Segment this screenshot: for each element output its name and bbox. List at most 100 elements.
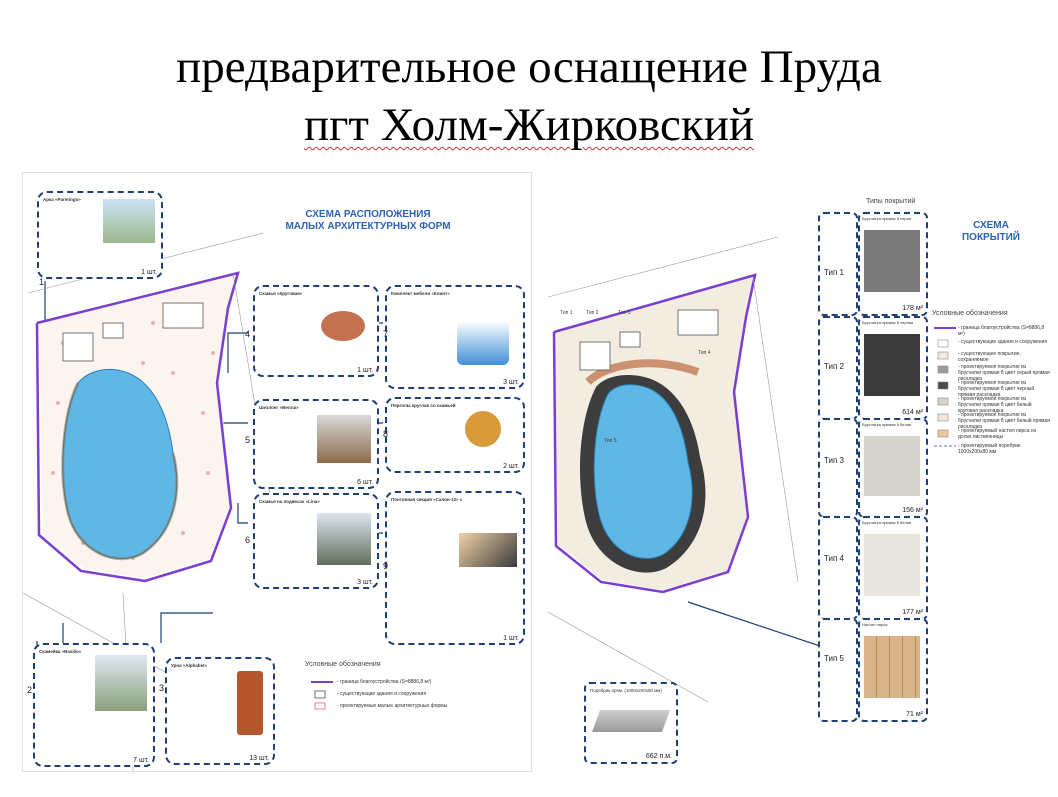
paving-type-5-area: 71 м² <box>906 711 923 718</box>
maf-card-2: Скамейка «Basilio» 7 шт. <box>33 643 155 767</box>
paving-type-2 <box>818 316 858 420</box>
curb-card: Поребрик прям. (1000х200х80 мм) 662 п.м. <box>584 682 678 764</box>
pond-type-label-3: Тип 3 <box>618 310 631 316</box>
maf-card-7: Комплект мебели «Клинт» 3 шт. <box>385 285 525 389</box>
maf-card-qty: 1 шт. <box>141 269 157 276</box>
paving-type-1-swatch <box>864 230 920 292</box>
maf-card-1: Арка «Paretingo» 1 шт. <box>37 191 163 279</box>
paving-type-2-label: Тип 2 <box>824 362 845 371</box>
paving-legend-title: Условные обозначения <box>932 310 1008 317</box>
maf-card-photo <box>317 415 371 463</box>
paving-legend-item-7: - проектируемое покрытие из брусчатки пр… <box>958 412 1050 430</box>
paving-type-4-card: Брусчатка прямая 8 белая 177 м² <box>858 516 928 620</box>
maf-card-number-5: 5 <box>245 435 251 445</box>
paving-heading: СХЕМА ПОКРЫТИЙ <box>961 220 1020 243</box>
paving-legend-item-8: - проектируемый настил пирса из доски ли… <box>958 428 1037 440</box>
title-line-1: предварительное оснащение Пруда <box>176 41 882 93</box>
paving-type-3-card: Брусчатка прямая 8 белая 156 м² <box>858 418 928 518</box>
maf-card-photo <box>237 671 263 735</box>
paving-type-1-card: Брусчатка прямая 8 серая 178 м² <box>858 212 928 316</box>
paving-type-5-label: Тип 5 <box>824 654 845 663</box>
maf-card-number-2: 2 <box>27 685 33 695</box>
paving-type-3 <box>818 418 858 518</box>
maf-card-title: Понтонная секция «Салон-12» с <box>391 497 463 502</box>
maf-card-qty: 3 шт. <box>357 579 373 586</box>
maf-card-3: Урна «Alphabet» 13 шт. <box>165 657 275 765</box>
paving-type-3-area: 156 м² <box>902 507 923 514</box>
paving-type-5-desc: Настил пирса <box>862 622 888 627</box>
paving-type-4-label: Тип 4 <box>824 554 845 563</box>
paving-legend-item-5: - проектируемое покрытие из брусчатки пр… <box>958 380 1035 398</box>
site-plan-drawing <box>23 232 383 771</box>
maf-card-qty: 13 шт. <box>249 755 269 762</box>
paving-legend-item-3: - существующее покрытие, сохраняемое <box>958 351 1021 363</box>
paving-type-5 <box>818 618 858 722</box>
paving-legend-item-9: - проектируемый поребрик 1000х200х80 мм <box>958 443 1021 455</box>
pond-type-label-4: Тип 4 <box>698 350 711 356</box>
pond-type-label-1: Тип 1 <box>560 310 573 316</box>
paving-type-1-area: 178 м² <box>902 305 923 312</box>
maf-card-number-9: 9 <box>383 561 389 571</box>
paving-type-2-desc: Брусчатка прямая 8 черная <box>862 320 914 325</box>
paving-type-5-swatch <box>864 636 920 698</box>
paving-type-2-swatch <box>864 334 920 396</box>
maf-card-title: Комплект мебели «Клинт» <box>391 291 450 296</box>
maf-card-8: Перголы круглая со скамьей 2 шт. <box>385 397 525 473</box>
maf-card-number-3: 3 <box>159 683 165 693</box>
maf-card-title: Арка «Paretingo» <box>43 197 81 202</box>
maf-card-title: Перголы круглая со скамьей <box>391 403 456 408</box>
maf-card-photo <box>321 311 365 341</box>
paving-legend-item-4: - проектируемое покрытие из брусчатки пр… <box>958 364 1050 382</box>
maf-card-photo <box>457 321 509 365</box>
maf-legend-title: Условные обозначения <box>305 661 381 668</box>
maf-card-photo <box>465 411 501 447</box>
paving-type-3-desc: Брусчатка прямая 8 белая <box>862 422 912 427</box>
paving-type-3-label: Тип 3 <box>824 456 845 465</box>
paving-legend-item-6: - проектируемое покрытие из брусчатки пр… <box>958 396 1032 414</box>
paving-plan-drawing <box>548 221 956 703</box>
maf-card-title: Скамейка «Basilio» <box>39 649 82 654</box>
maf-card-qty: 6 шт. <box>357 479 373 486</box>
maf-layout-plan: СХЕМА РАСПОЛОЖЕНИЯ МАЛЫХ АРХИТЕКТУРНЫХ Ф… <box>22 172 532 772</box>
maf-card-title: Скамья «Круговая» <box>259 291 303 296</box>
paving-type-2-card: Брусчатка прямая 8 черная 614 м² <box>858 316 928 420</box>
maf-card-qty: 1 шт. <box>503 635 519 642</box>
maf-card-5: Шезлонг «Велла» 6 шт. <box>253 399 379 489</box>
maf-card-photo <box>317 513 371 565</box>
maf-card-9: Понтонная секция «Салон-12» с 1 шт. <box>385 491 525 645</box>
paving-type-5-card: Настил пирса 71 м² <box>858 618 928 722</box>
maf-card-qty: 2 шт. <box>503 463 519 470</box>
maf-card-number-6: 6 <box>245 535 251 545</box>
maf-card-6: Скамья на подвесах «Lina» 3 шт. <box>253 493 379 589</box>
maf-legend-item-3: - проектируемые малые архитектурные форм… <box>337 703 448 709</box>
paving-type-4-swatch <box>864 534 920 596</box>
paving-plan: СХЕМА ПОКРЫТИЙ Типы покрытий Тип 1 Брусч… <box>548 182 1052 770</box>
pond-type-label-5: Тип 5 <box>604 438 617 444</box>
maf-card-qty: 3 шт. <box>503 379 519 386</box>
title-line-2: пгт Холм-Жирковский <box>0 96 1058 154</box>
maf-card-number-8: 8 <box>383 429 389 439</box>
maf-card-photo <box>95 655 147 711</box>
paving-type-1-desc: Брусчатка прямая 8 серая <box>862 216 911 221</box>
paving-types-title: Типы покрытий <box>866 198 916 205</box>
curb-title: Поребрик прям. (1000х200х80 мм) <box>590 688 662 693</box>
maf-heading: СХЕМА РАСПОЛОЖЕНИЯ МАЛЫХ АРХИТЕКТУРНЫХ Ф… <box>285 209 451 232</box>
maf-card-qty: 7 шт. <box>133 757 149 764</box>
maf-card-title: Шезлонг «Велла» <box>259 405 299 410</box>
maf-card-photo <box>103 199 155 243</box>
paving-type-4-area: 177 м² <box>902 609 923 616</box>
paving-type-2-area: 614 м² <box>902 409 923 416</box>
maf-legend-item-1: - граница благоустройства (S=8886,8 м²) <box>337 679 432 685</box>
curb-qty: 662 п.м. <box>645 753 672 760</box>
paving-type-4 <box>818 516 858 620</box>
paving-type-3-swatch <box>864 436 920 496</box>
maf-card-number-7: 7 <box>383 329 389 339</box>
curb-swatch <box>591 710 671 732</box>
maf-card-number-1: 1 <box>39 277 45 287</box>
paving-type-1 <box>818 212 858 316</box>
maf-card-number-4: 4 <box>245 329 251 339</box>
maf-card-title: Скамья на подвесах «Lina» <box>259 499 320 504</box>
pond-type-label-2: Тип 2 <box>586 310 599 316</box>
title-line-2-text: пгт Холм-Жирковский <box>303 99 755 151</box>
maf-card-qty: 1 шт. <box>357 367 373 374</box>
